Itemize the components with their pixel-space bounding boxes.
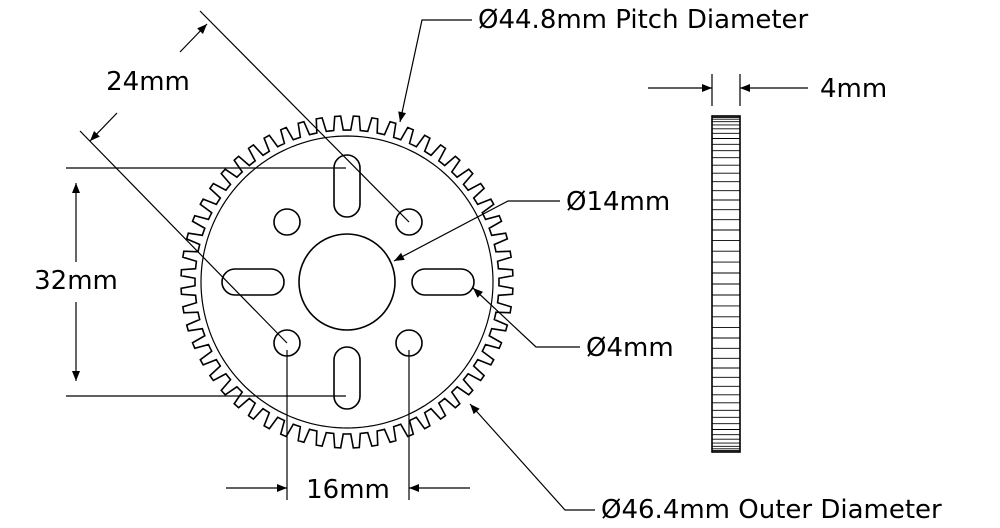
slot-left <box>221 268 285 296</box>
leader-hole: Ø4mm <box>472 287 674 363</box>
dimension-16mm: 16mm <box>226 350 470 505</box>
dimension-4mm: 4mm <box>648 74 887 106</box>
gear-side-view <box>711 115 741 453</box>
label-32mm: 32mm <box>34 266 118 296</box>
label-bore: Ø14mm <box>566 187 670 217</box>
leader-pitch-diameter: Ø44.8mm Pitch Diameter <box>398 5 809 123</box>
gear-tooth-root-line <box>200 135 494 429</box>
label-16mm: 16mm <box>306 475 390 505</box>
slot-right <box>411 268 475 296</box>
dimension-32mm: 32mm <box>34 167 346 397</box>
leader-outer-diameter: Ø46.4mm Outer Diameter <box>469 403 942 525</box>
label-pitch-diameter: Ø44.8mm Pitch Diameter <box>478 5 809 35</box>
label-4mm: 4mm <box>820 74 887 104</box>
label-24mm: 24mm <box>106 67 190 97</box>
slot-bottom <box>333 346 361 410</box>
label-hole: Ø4mm <box>586 333 674 363</box>
slot-top <box>333 154 361 218</box>
center-bore <box>298 233 396 331</box>
label-outer-diameter: Ø46.4mm Outer Diameter <box>601 495 942 525</box>
leader-bore: Ø14mm <box>393 187 670 262</box>
mounting-hole-top-left <box>273 208 301 236</box>
dimension-24mm: 24mm <box>79 10 410 344</box>
